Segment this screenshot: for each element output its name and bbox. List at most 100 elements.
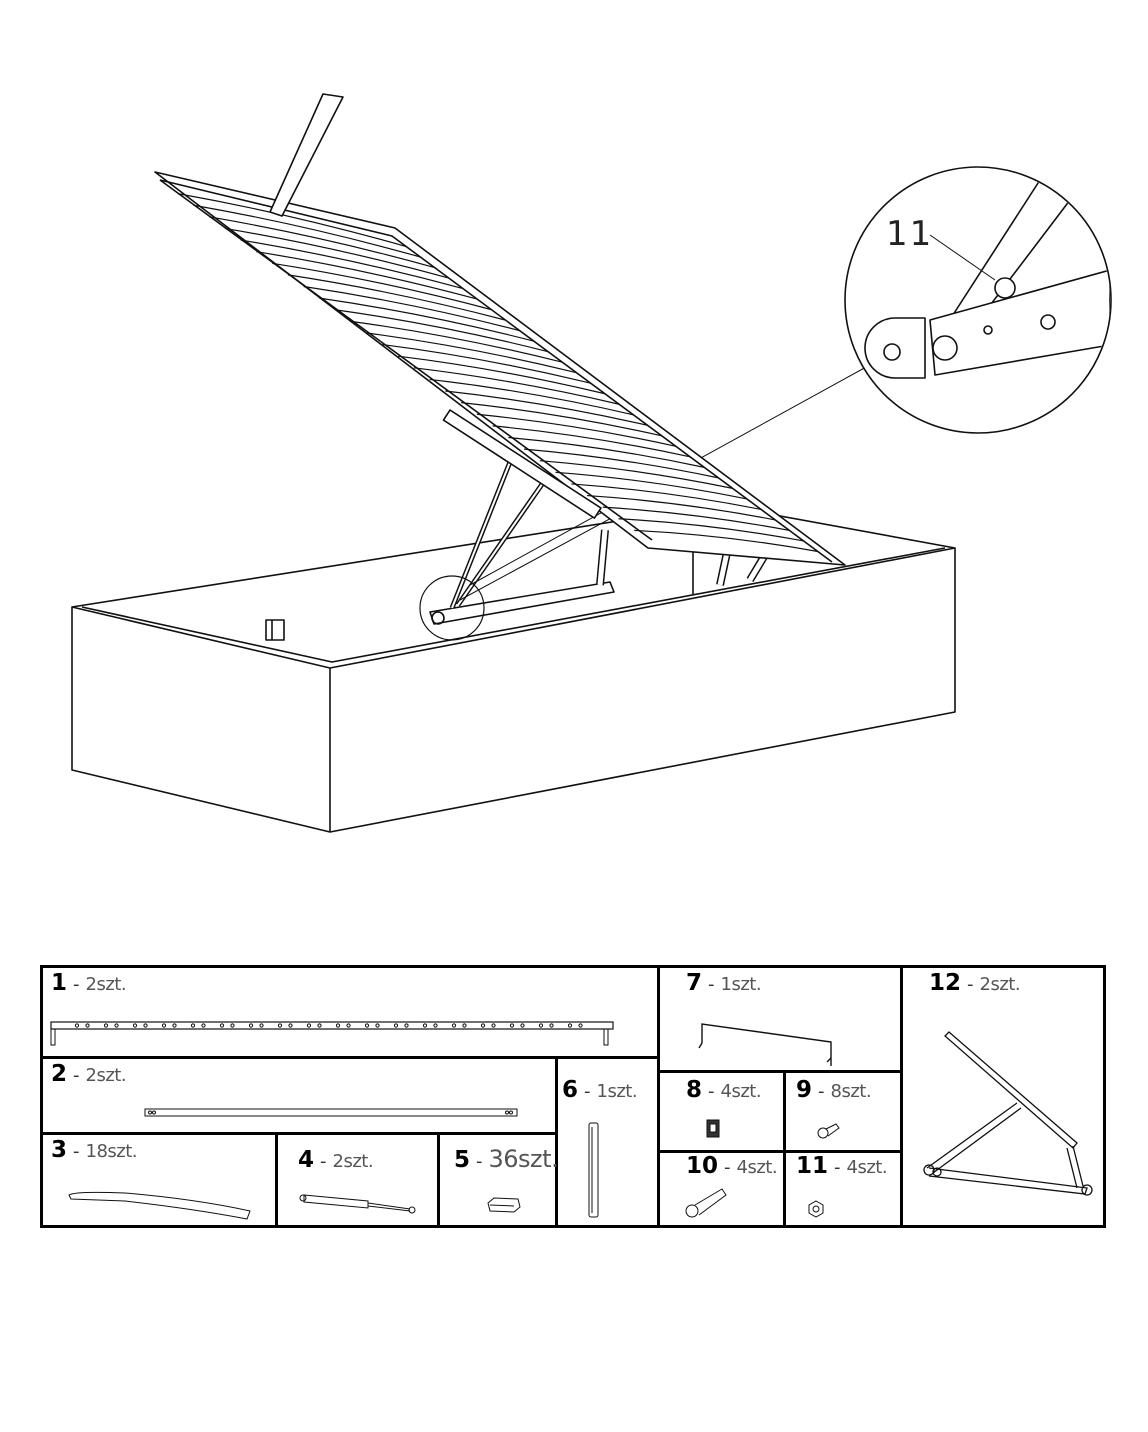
rail-hole — [248, 1023, 254, 1028]
slat-line — [539, 460, 733, 489]
cross-bar-part — [144, 1108, 518, 1117]
part-cell-4: 4-2szt. — [275, 1132, 440, 1228]
part-quantity: 18szt. — [85, 1141, 138, 1162]
bracket-part — [706, 1119, 720, 1138]
slat-line — [413, 367, 620, 405]
rail-hole — [375, 1023, 380, 1028]
slat-line — [209, 216, 435, 269]
rail-hole — [161, 1023, 167, 1028]
screw-part — [817, 1123, 840, 1139]
part-cell-12: 12-2szt. — [900, 965, 1106, 1228]
side-rail-part — [50, 1021, 614, 1046]
slat-line — [398, 355, 606, 395]
rail-hole — [346, 1023, 351, 1028]
slat-line — [429, 378, 634, 416]
part-quantity: 4szt. — [846, 1157, 888, 1178]
slat-line — [224, 227, 449, 279]
part-number: 3 — [51, 1137, 68, 1163]
part-number: 11 — [796, 1153, 829, 1179]
rail-hole — [114, 1023, 119, 1028]
part-cell-7: 7-1szt. — [657, 965, 903, 1073]
part-cell-8: 8-4szt. — [657, 1070, 786, 1153]
handle-part — [588, 1122, 599, 1218]
part-cell-2: 2-2szt. — [40, 1056, 558, 1135]
rail-hole — [103, 1023, 109, 1028]
rail-hole — [578, 1023, 583, 1028]
rail-hole — [451, 1023, 457, 1028]
part-number: 8 — [686, 1077, 703, 1103]
lift-mechanism-part — [923, 1031, 1093, 1196]
bed-assembly-illustration — [71, 93, 1112, 833]
slat-line — [634, 529, 818, 553]
rail-hole — [549, 1023, 554, 1028]
part-number: 6 — [562, 1077, 579, 1103]
part-cell-9: 9-8szt. — [783, 1070, 903, 1153]
rail-hole — [509, 1023, 515, 1028]
part-cell-3: 3-18szt. — [40, 1132, 278, 1228]
slat-line — [476, 413, 677, 447]
slat-line — [618, 518, 804, 542]
slat-line — [571, 483, 762, 511]
slat-line — [461, 402, 662, 437]
part-number: 4 — [298, 1147, 315, 1173]
rail-hole — [520, 1023, 525, 1028]
part-cell-6: 6-1szt. — [555, 1056, 660, 1228]
rail-hole — [433, 1023, 438, 1028]
slat-line — [602, 506, 790, 532]
part-number: 9 — [796, 1077, 813, 1103]
support-bar-part — [698, 1023, 832, 1066]
slat-line — [335, 309, 549, 353]
rail-hole — [422, 1023, 428, 1028]
rail-hole — [317, 1023, 322, 1028]
rail-hole — [567, 1023, 573, 1028]
rail-hole — [219, 1023, 225, 1028]
slat-line — [492, 425, 691, 458]
slat-line — [350, 320, 563, 363]
part-quantity: 2szt. — [85, 1065, 127, 1086]
slat-line — [586, 494, 776, 521]
rail-hole — [201, 1023, 206, 1028]
slat-line — [319, 297, 535, 342]
slat-line — [193, 204, 421, 258]
slat-line — [303, 285, 520, 332]
slat-line — [287, 274, 506, 321]
part-quantity: 8szt. — [830, 1081, 872, 1102]
nut-part — [808, 1200, 824, 1218]
rail-hole — [462, 1023, 467, 1028]
slat-line — [382, 343, 591, 384]
rail-hole — [190, 1023, 196, 1028]
gas-strut-part — [299, 1194, 416, 1214]
rail-hole — [480, 1023, 486, 1028]
part-number: 10 — [686, 1153, 719, 1179]
rail-hole — [364, 1023, 370, 1028]
rail-hole — [306, 1023, 312, 1028]
part-cell-1: 1-2szt. — [40, 965, 660, 1059]
part-cell-11: 11-4szt. — [783, 1150, 903, 1228]
slat-line — [366, 332, 577, 374]
part-number: 1 — [51, 970, 68, 996]
slat-line — [256, 251, 478, 300]
part-number: 2 — [51, 1061, 68, 1087]
part-number: 5 — [454, 1147, 471, 1173]
slat-line — [445, 390, 648, 426]
rail-hole — [277, 1023, 283, 1028]
rail-hole — [404, 1023, 409, 1028]
bolt-part — [685, 1188, 727, 1218]
part-quantity: 1szt. — [720, 974, 762, 995]
part-quantity: 2szt. — [979, 974, 1021, 995]
part-quantity: 2szt. — [332, 1151, 374, 1172]
part-number: 12 — [929, 970, 962, 996]
rail-hole — [74, 1023, 80, 1028]
detail-magnifier — [844, 166, 1112, 434]
rail-hole — [230, 1023, 235, 1028]
part-quantity: 36szt. — [488, 1145, 559, 1173]
rail-hole — [491, 1023, 496, 1028]
rail-hole — [259, 1023, 264, 1028]
part-cell-10: 10-4szt. — [657, 1150, 786, 1228]
rail-hole — [335, 1023, 341, 1028]
slat-line — [508, 436, 705, 468]
slatted-frame-lifted — [154, 93, 846, 566]
slat-line — [524, 448, 719, 479]
rail-hole — [132, 1023, 138, 1028]
rail-hole — [393, 1023, 399, 1028]
